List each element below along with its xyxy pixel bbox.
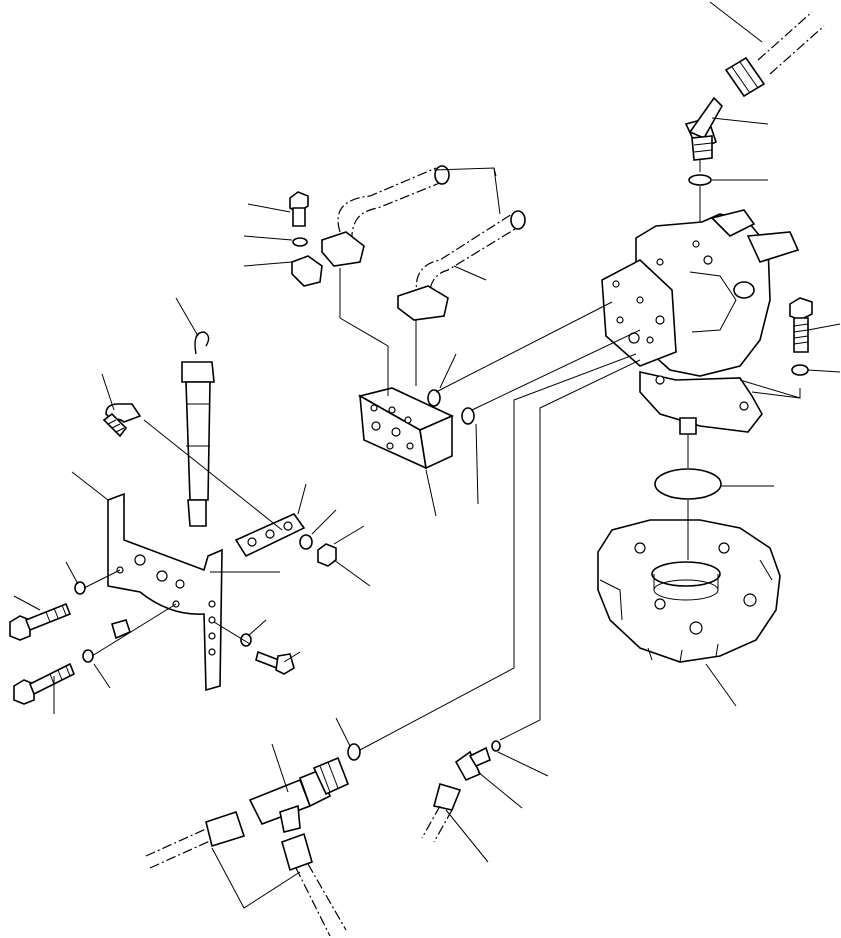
- tube-flange-lower: [397, 285, 449, 321]
- manifold-block: [357, 387, 454, 470]
- housing-case: [597, 519, 781, 663]
- split-flange: [291, 255, 323, 287]
- elbow-fitting: [684, 96, 723, 161]
- hose-lower-center: [421, 782, 462, 843]
- flange-washer: [292, 237, 308, 247]
- hose-lower-mid: [281, 832, 347, 937]
- large-o-ring: [654, 468, 722, 500]
- small-bolt: [255, 650, 295, 675]
- flange-bolt: [289, 191, 309, 227]
- tee-fitting: [248, 756, 350, 833]
- motor-valve-body: [601, 209, 800, 435]
- hose-upper-right: [724, 11, 825, 98]
- clamp-plate: [234, 513, 306, 558]
- bracket-bolt-lower: [13, 662, 76, 705]
- mounting-bolt-right: [789, 297, 813, 353]
- bracket-washer-lower: [82, 649, 94, 663]
- tube-flange-upper: [321, 231, 365, 267]
- connection-lines: [83, 160, 701, 751]
- washer-right: [791, 364, 809, 376]
- elbow-small: [454, 746, 491, 782]
- hex-nut: [317, 543, 337, 567]
- bracket-washer-upper: [74, 581, 86, 595]
- o-ring-tee: [347, 743, 361, 761]
- bracket-bolt-upper: [9, 602, 72, 641]
- lock-washer: [299, 534, 313, 550]
- gas-spring: [181, 331, 215, 527]
- hose-lower-left: [145, 810, 246, 869]
- o-ring-block: [427, 389, 441, 407]
- u-bolt: [102, 403, 142, 438]
- o-ring-small: [491, 740, 501, 752]
- o-ring-top: [688, 174, 712, 186]
- o-ring-block-2: [461, 407, 475, 425]
- leader-lines: [13, 1, 841, 909]
- mounting-bracket: [107, 492, 223, 692]
